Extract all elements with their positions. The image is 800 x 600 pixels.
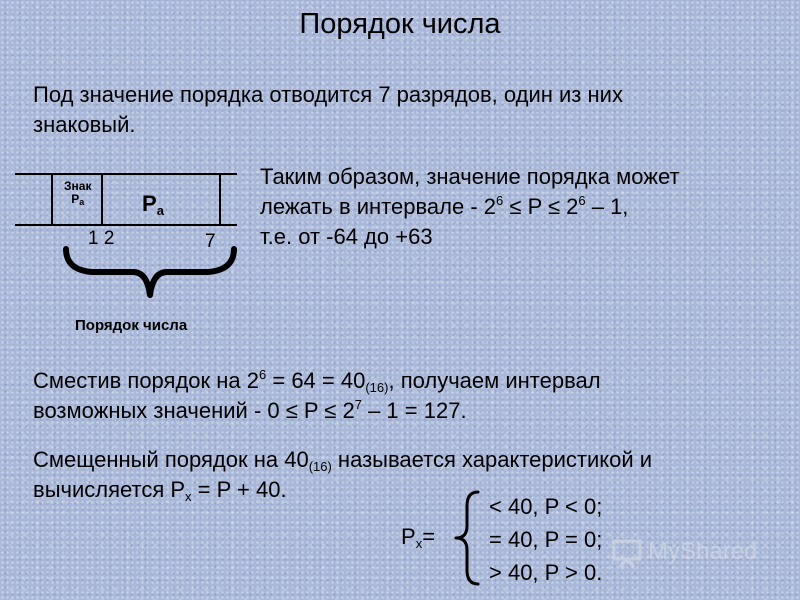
watermark: MyShared bbox=[610, 533, 780, 573]
bit-end-label: 7 bbox=[205, 231, 216, 252]
cases-lhs: Px= bbox=[401, 524, 436, 551]
shift-line-2: возможных значений - 0 ≤ P ≤ 27 – 1 = 12… bbox=[33, 397, 467, 423]
case-row-greater: > 40, P > 0. bbox=[489, 560, 603, 585]
diagram-top-line bbox=[15, 173, 237, 175]
case-row-equal: = 40, P = 0; bbox=[489, 527, 603, 552]
sign-bit-label: Знак Pa bbox=[64, 179, 92, 207]
range-line-3: т.е. от -64 до +63 bbox=[260, 224, 433, 249]
left-brace-icon bbox=[454, 490, 480, 586]
diagram-divider-2 bbox=[101, 173, 103, 226]
intro-line-2: знаковый. bbox=[33, 112, 136, 137]
case-row-less: < 40, P < 0; bbox=[489, 494, 603, 519]
page-title: Порядок числа bbox=[299, 8, 501, 40]
bit-start-label: 1 2 bbox=[88, 228, 115, 249]
curly-brace-icon bbox=[63, 246, 237, 298]
intro-paragraph: Под значение порядка отводится 7 разрядо… bbox=[33, 80, 623, 140]
intro-line-1: Под значение порядка отводится 7 разрядо… bbox=[33, 82, 623, 107]
diagram-divider-3 bbox=[219, 173, 221, 226]
presentation-icon bbox=[612, 539, 642, 568]
diagram-divider-1 bbox=[51, 173, 53, 226]
diagram-bottom-line bbox=[15, 224, 237, 226]
characteristic-paragraph: Смещенный порядок на 40(16) называется х… bbox=[33, 445, 652, 505]
characteristic-line-2: вычисляется Px = P + 40. bbox=[33, 477, 287, 504]
brace-caption: Порядок числа bbox=[75, 317, 188, 334]
range-line-2: лежать в интервале - 26 ≤ P ≤ 26 – 1, bbox=[260, 193, 629, 219]
shift-paragraph: Сместив порядок на 26 = 64 = 40(16), пол… bbox=[33, 366, 601, 426]
range-line-1: Таким образом, значение порядка может bbox=[260, 164, 680, 189]
watermark-text: MyShared bbox=[648, 538, 758, 565]
shift-line-1: Сместив порядок на 26 = 64 = 40(16), пол… bbox=[33, 367, 601, 395]
exponent-field-label: Pa bbox=[142, 191, 164, 218]
range-paragraph: Таким образом, значение порядка может ле… bbox=[260, 162, 680, 252]
exponent-bit-diagram: Знак Pa Pa 1 2 7 Порядок числа bbox=[0, 165, 250, 345]
cases-list: < 40, P < 0; = 40, P = 0; > 40, P > 0. bbox=[489, 490, 602, 589]
characteristic-line-1: Смещенный порядок на 40(16) называется х… bbox=[33, 447, 653, 474]
